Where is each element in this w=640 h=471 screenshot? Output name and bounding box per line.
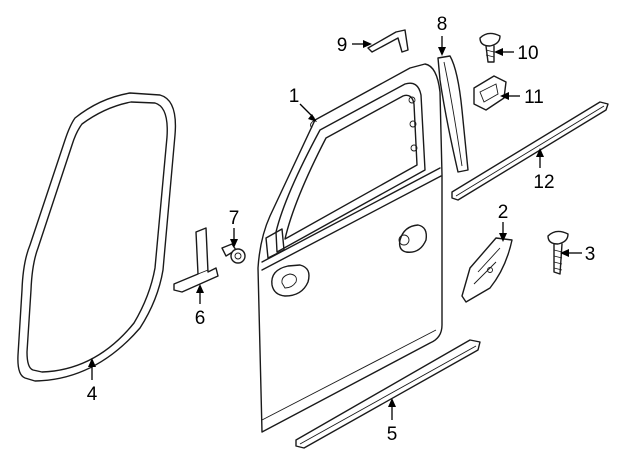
leader-lines <box>88 36 582 420</box>
callout-7: 7 <box>229 208 240 229</box>
part-9-clip <box>367 29 409 53</box>
part-7-bolt <box>221 243 246 264</box>
callout-2: 2 <box>498 202 509 223</box>
callout-12: 12 <box>533 172 554 193</box>
part-2-trim-bracket <box>461 237 513 303</box>
part-3-screw <box>547 230 569 275</box>
part-12-belt-molding <box>451 101 609 201</box>
callout-6: 6 <box>195 308 206 329</box>
part-11-retainer <box>473 75 507 111</box>
part-5-rocker-molding <box>295 339 481 449</box>
part-8-pillar-trim <box>437 55 469 173</box>
callout-labels: 1 2 3 4 5 6 7 8 9 10 11 12 <box>87 14 596 445</box>
part-10-screw <box>479 32 501 63</box>
callout-1: 1 <box>289 86 300 107</box>
callout-9: 9 <box>337 35 348 56</box>
part-6-bracket <box>173 227 219 293</box>
part-4-door-seal <box>17 92 177 382</box>
callout-8: 8 <box>437 14 448 35</box>
callout-11: 11 <box>524 87 544 108</box>
front-door-shell <box>257 63 443 433</box>
callout-4: 4 <box>87 384 98 405</box>
callout-5: 5 <box>387 424 398 445</box>
callout-10: 10 <box>517 43 538 64</box>
callout-3: 3 <box>585 244 596 265</box>
